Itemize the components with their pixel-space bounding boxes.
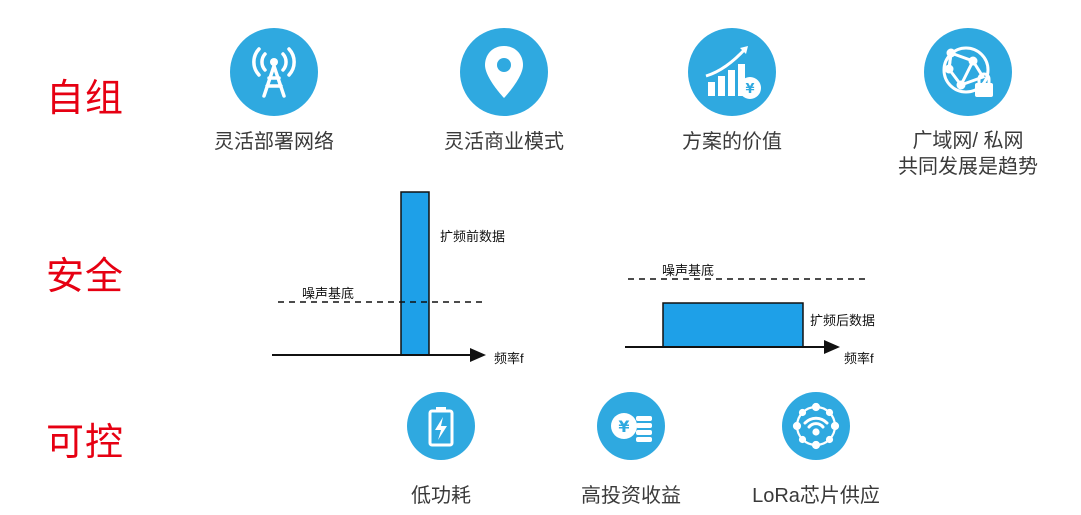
growth-chart-yen-icon: ¥ xyxy=(688,28,776,116)
globe-lock-icon xyxy=(924,28,1012,116)
yen-coins-icon: ¥ xyxy=(597,392,665,460)
section-title-control: 可控 xyxy=(46,422,125,464)
axis-arrow-right-icon xyxy=(824,340,840,354)
antenna-tower-icon xyxy=(230,28,318,116)
post-spread-data-label: 扩频后数据 xyxy=(810,313,876,328)
feature-label-wan-line1: 广域网/ 私网 xyxy=(912,130,1024,152)
section-title-security: 安全 xyxy=(46,256,125,298)
feature-label-solution-value: 方案的价值 xyxy=(682,131,782,153)
battery-charging-icon xyxy=(407,392,475,460)
svg-text:¥: ¥ xyxy=(745,82,754,97)
axis-arrow-left-icon xyxy=(470,348,486,362)
feature-label-wan-private: 广域网/ 私网 共同发展是趋势 xyxy=(872,128,1064,180)
feature-label-lora-chip-supply: LoRa芯片供应 xyxy=(752,485,880,507)
pre-spread-data-label: 扩频前数据 xyxy=(440,229,506,244)
svg-text:¥: ¥ xyxy=(618,417,629,436)
feature-label-wan-line2: 共同发展是趋势 xyxy=(898,156,1038,178)
noise-floor-label-right: 噪声基底 xyxy=(662,263,715,278)
feature-label-low-power: 低功耗 xyxy=(411,485,471,507)
feature-label-high-roi: 高投资收益 xyxy=(581,485,681,507)
section-title-self-org: 自组 xyxy=(46,78,125,120)
frequency-label-right: 频率f xyxy=(844,351,874,366)
feature-label-flexible-network: 灵活部署网络 xyxy=(214,131,334,153)
wifi-network-icon xyxy=(782,392,850,460)
post-spread-signal-bar xyxy=(662,302,804,348)
frequency-label-left: 频率f xyxy=(494,351,524,366)
feature-label-flexible-business: 灵活商业模式 xyxy=(444,131,564,153)
map-pin-icon xyxy=(460,28,548,116)
noise-floor-label-left: 噪声基底 xyxy=(302,286,355,301)
pre-spread-signal-bar xyxy=(400,191,430,356)
